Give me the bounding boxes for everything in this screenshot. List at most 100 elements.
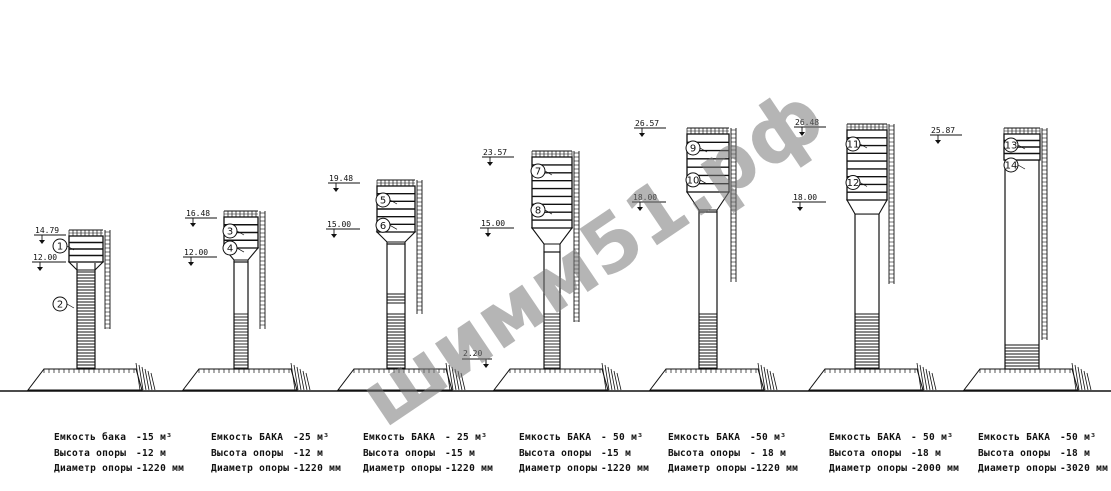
elevation-label: 19.48 [329, 174, 353, 183]
spec-key: Емкость БАКА [668, 432, 741, 443]
spec-key: Емкость бака [54, 432, 127, 443]
callout-1: 1 [52, 238, 75, 254]
elevation-mark: 25.87 [930, 126, 962, 144]
elevation-mark: 18.00 [632, 193, 666, 211]
callout-number: 9 [690, 144, 696, 155]
elevation-label: 16.48 [186, 209, 210, 218]
callout-2: 2 [52, 296, 75, 312]
spec-value: -1220 мм [136, 463, 185, 474]
spec-row: Высота опоры-18 м [978, 446, 1111, 462]
elevation-label: 23.57 [483, 148, 507, 157]
callout-13: 13 [1003, 137, 1026, 153]
spec-row: Высота опоры -15 м [519, 446, 671, 462]
elevation-label: 14.79 [35, 226, 59, 235]
spec-key: Емкость БАКА [978, 432, 1051, 443]
spec-key: Высота опоры [519, 447, 592, 459]
spec-value: -12 м [293, 447, 324, 459]
spec-value: -15 м [445, 447, 476, 459]
elevation-label: 26.57 [635, 119, 659, 128]
spec-row: Емкость бака-15 м³ [54, 430, 206, 446]
tower-3: 19.48 15.00 5 6 [326, 174, 466, 391]
elevation-mark: 12.00 [183, 248, 217, 266]
spec-key: Диаметр опоры [363, 463, 442, 474]
spec-row: Емкость БАКА- 25 м³ [363, 430, 515, 446]
elevation-label: 12.00 [33, 253, 57, 262]
support-shaft [233, 261, 249, 370]
spec-key: Высота опоры [54, 447, 127, 459]
spec-key: Диаметр опоры [978, 463, 1057, 474]
tank-cone [67, 261, 105, 271]
spec-row: Диаметр опоры-1220 мм [519, 461, 671, 477]
spec-key: Емкость БАКА [211, 432, 284, 443]
spec-key: Высота опоры [829, 447, 902, 459]
callout-number: 7 [535, 167, 541, 178]
spec-value: -3020 мм [1060, 463, 1109, 474]
foundation-mound [648, 368, 765, 391]
spec-key: Емкость БАКА [519, 432, 592, 443]
spec-key: Высота опоры [363, 447, 436, 459]
spec-row: Емкость БАКА -50 м³ [978, 430, 1111, 446]
foundation-mound [181, 368, 298, 391]
elevation-mark: 18.00 [792, 193, 826, 211]
spec-key: Высота опоры [978, 447, 1051, 459]
spec-row: Диаметр опоры-1220 мм [54, 461, 206, 477]
elevation-label: 15.00 [327, 220, 351, 229]
spec-row: Высота опоры -15 м [363, 446, 515, 462]
spec-key: Емкость БАКА [363, 432, 436, 443]
spec-value: -2000 мм [911, 463, 960, 474]
spec-value: -15 м [601, 447, 632, 459]
callout-8: 8 [530, 202, 553, 218]
ground-elevation-label: 2.20 [463, 349, 482, 358]
spec-key: Диаметр опоры [829, 463, 908, 474]
tower-6: 26.48 18.00 11 12 [792, 118, 937, 391]
callout-number: 5 [380, 196, 386, 207]
spec-value: - 50 м³ [911, 432, 954, 443]
callout-number: 1 [57, 242, 63, 253]
spec-row: Емкость БАКА- 50 м³ [519, 430, 671, 446]
spec-key: Емкость БАКА [829, 432, 902, 443]
spec-value: -50 м³ [1060, 432, 1097, 443]
spec-value: -18 м [911, 447, 942, 459]
support-shaft [543, 251, 561, 370]
foundation-mound [807, 368, 924, 391]
spec-row: Высота опоры -18 м [829, 446, 981, 462]
elevation-label: 18.00 [793, 193, 817, 202]
spec-key: Диаметр опоры [519, 463, 598, 474]
ground-elevation-mark: 2.20 [462, 349, 492, 368]
tank-cone [846, 199, 888, 215]
elevation-mark: 14.79 [34, 226, 66, 244]
callout-7: 7 [530, 163, 553, 179]
elevation-mark: 23.57 [482, 148, 514, 166]
tower-5: 26.57 18.00 9 10 [632, 119, 778, 391]
elevation-label: 12.00 [184, 248, 208, 257]
spec-value: -1220 мм [445, 463, 494, 474]
tank-cone [375, 231, 417, 243]
elevation-mark: 19.48 [328, 174, 360, 192]
spec-row: Диаметр опоры-1220 мм [211, 461, 363, 477]
elevation-label: 25.87 [931, 126, 955, 135]
elevation-mark: 16.48 [185, 209, 217, 227]
spec-row: Диаметр опоры-1220 мм [668, 461, 820, 477]
callout-number: 6 [380, 221, 386, 232]
callout-12: 12 [845, 175, 868, 190]
callout-14: 14 [1003, 157, 1026, 173]
spec-row: Емкость БАКА-25 м³ [211, 430, 363, 446]
elevation-label: 26.48 [795, 118, 819, 127]
spec-row: Емкость БАКА-50 м³ [668, 430, 820, 446]
callout-number: 3 [227, 227, 233, 238]
tower-7: 25.87 13 14 [930, 126, 1092, 391]
callout-9: 9 [685, 140, 708, 156]
towers-layer: 14.7912.001216.4812.003419.4815.005623.5… [26, 118, 1092, 391]
spec-value: -1220 мм [750, 463, 799, 474]
callout-number: 14 [1005, 161, 1018, 172]
callout-number: 10 [687, 175, 700, 186]
spec-value: -12 м [136, 447, 167, 459]
support-shaft [854, 213, 880, 370]
callout-number: 11 [847, 140, 860, 151]
callout-11: 11 [845, 136, 868, 152]
